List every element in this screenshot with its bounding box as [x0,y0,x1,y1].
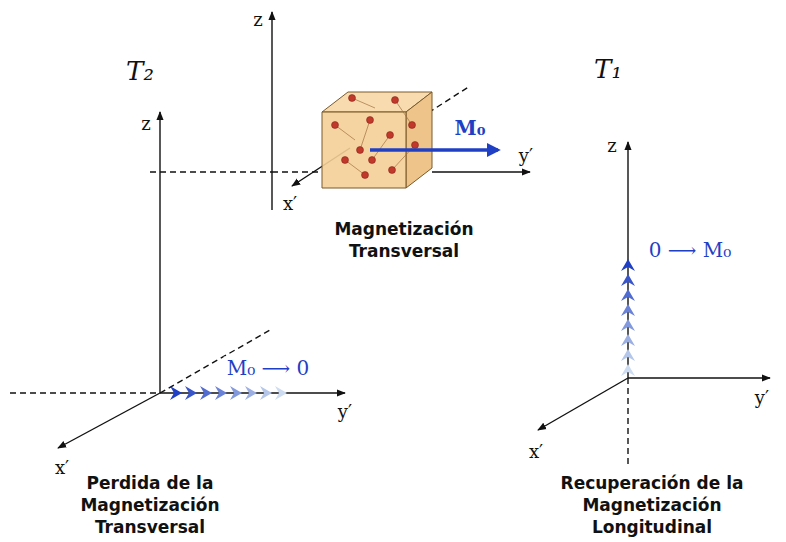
axis-label: z [139,114,152,135]
vector-chevron [215,386,227,400]
vector-chevron [621,349,635,361]
vector-chevron [621,289,635,301]
vector-chevron [275,386,287,400]
vector-label: M₀ ⟶ 0 [224,357,313,380]
axis-label: x′ [281,194,299,215]
vector-chevron [200,386,212,400]
left-axes [10,112,345,448]
time-constant: T₂ [126,57,154,87]
caption: Perdida de la Magnetización Transversal [35,472,265,538]
right-axes [538,142,770,468]
caption: Recuperación de la Magnetización Longitu… [522,472,782,538]
axis-label: y′ [336,402,354,423]
vector-chevron [621,364,635,376]
vector-chevron [185,386,197,400]
recovering-vector [621,259,635,376]
time-constant: T₁ [594,55,622,85]
sample-cube [322,92,432,188]
vector-chevron [170,386,182,400]
axis-label: y′ [517,146,535,167]
vector-chevron [260,386,272,400]
vector-chevron [245,386,257,400]
vector-chevron [621,319,635,331]
magnetization-vector [370,148,498,152]
axis-label: x′ [527,442,545,463]
decaying-vector [170,386,287,400]
top-axes [150,12,530,210]
axis-label: x′ [53,458,71,479]
vector-chevron [621,334,635,346]
vector-label: 0 ⟶ M₀ [646,239,735,262]
caption: Magnetización Transversal [319,218,489,262]
vector-label: M₀ [452,117,489,140]
vector-chevron [621,304,635,316]
vector-chevron [230,386,242,400]
vector-chevron [621,259,635,271]
axis-label: z [605,136,618,157]
vector-chevron [621,274,635,286]
axis-label: y′ [753,388,771,409]
axis-label: z [251,10,264,31]
